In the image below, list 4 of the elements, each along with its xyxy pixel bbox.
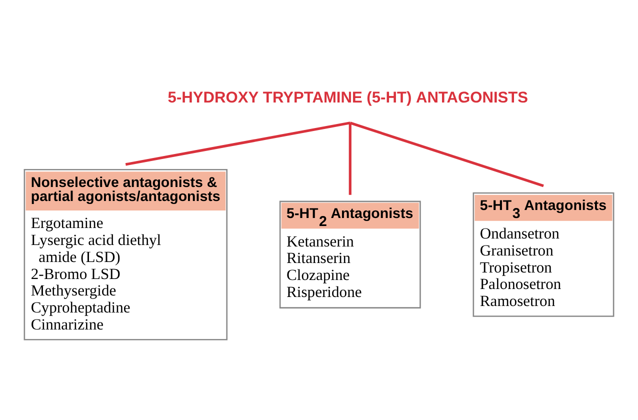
connector <box>348 122 352 194</box>
connector <box>350 121 544 187</box>
connector <box>125 121 350 166</box>
node-text: 5-HYDROXY TRYPTAMINE (5-HT) ANTAGONISTS <box>168 88 528 106</box>
